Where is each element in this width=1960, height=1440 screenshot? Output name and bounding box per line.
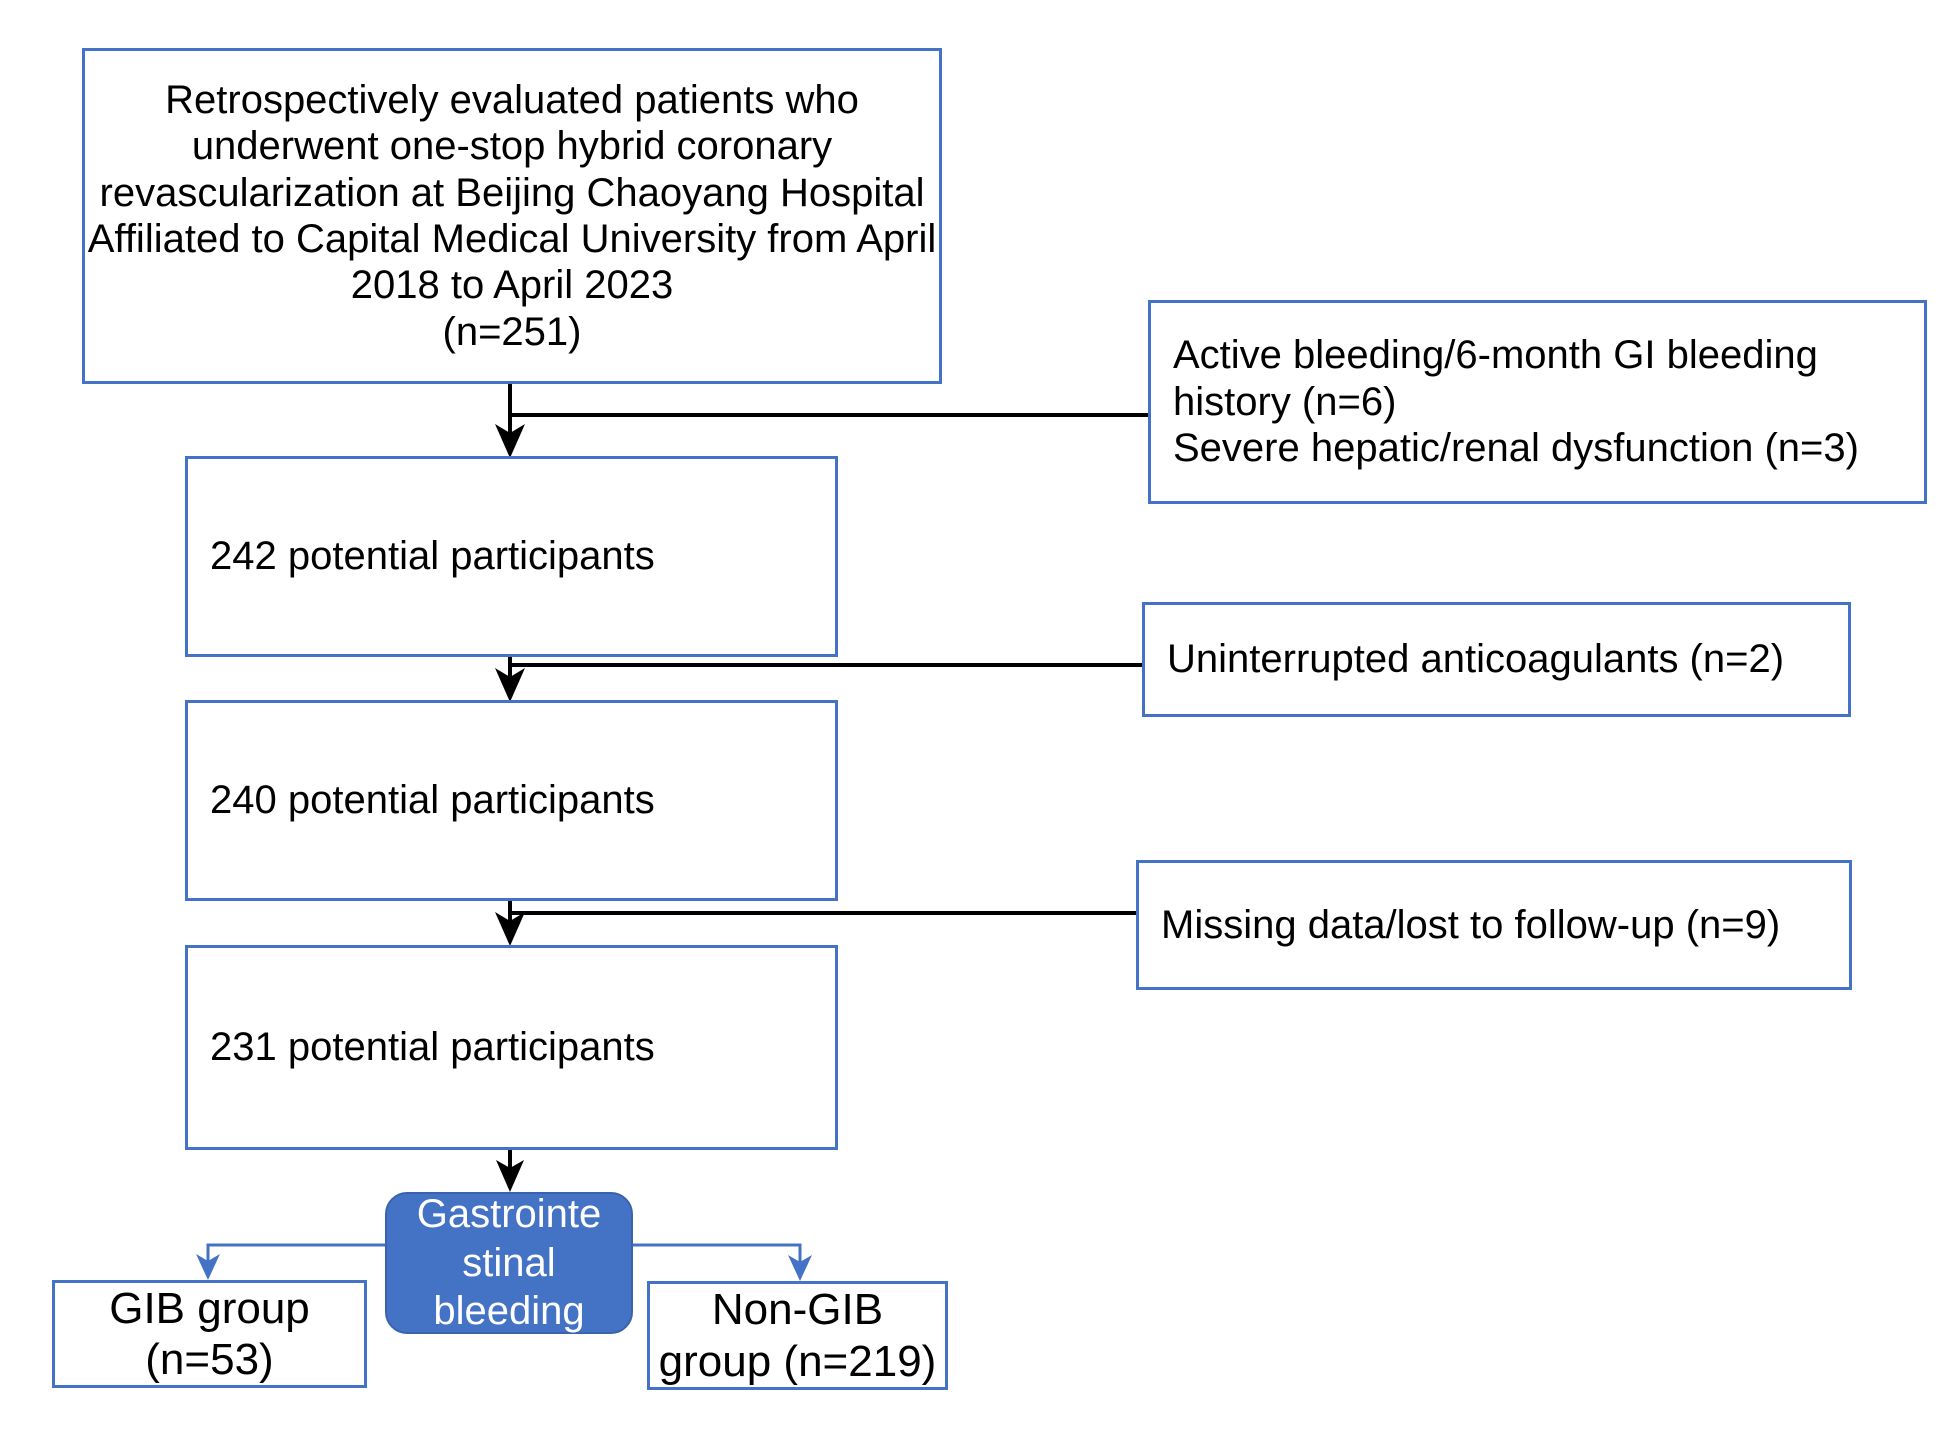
arrowhead-242 bbox=[495, 424, 525, 458]
connector-240-to-231 bbox=[508, 900, 1136, 936]
arrowhead-240 bbox=[495, 668, 525, 702]
node-outcome-gastrointestinal-bleeding: Gastrointe stinal bleeding bbox=[385, 1192, 633, 1334]
connector-outcome-to-gib bbox=[206, 1243, 385, 1268]
node-stage-242: 242 potential participants bbox=[185, 456, 838, 657]
node-enrollment: Retrospectively evaluated patients who u… bbox=[82, 48, 942, 384]
connector-242-to-240 bbox=[508, 657, 1142, 692]
node-gib-group: GIB group (n=53) bbox=[52, 1280, 367, 1388]
connector-outcome-to-non-gib bbox=[633, 1243, 802, 1269]
node-exclusion-3: Missing data/lost to follow-up (n=9) bbox=[1136, 860, 1852, 990]
node-non-gib-group: Non-GIB group (n=219) bbox=[647, 1281, 948, 1390]
node-exclusion-2: Uninterrupted anticoagulants (n=2) bbox=[1142, 602, 1851, 717]
arrowhead-non-gib bbox=[788, 1255, 812, 1281]
node-stage-231: 231 potential participants bbox=[185, 945, 838, 1150]
arrowhead-231 bbox=[495, 912, 525, 946]
node-exclusion-1: Active bleeding/6-month GI bleeding hist… bbox=[1148, 300, 1927, 504]
node-stage-240: 240 potential participants bbox=[185, 700, 838, 901]
connector-enrollment-to-242 bbox=[508, 384, 1148, 448]
arrowhead-gib bbox=[196, 1254, 220, 1280]
arrowhead-outcome bbox=[496, 1160, 524, 1192]
